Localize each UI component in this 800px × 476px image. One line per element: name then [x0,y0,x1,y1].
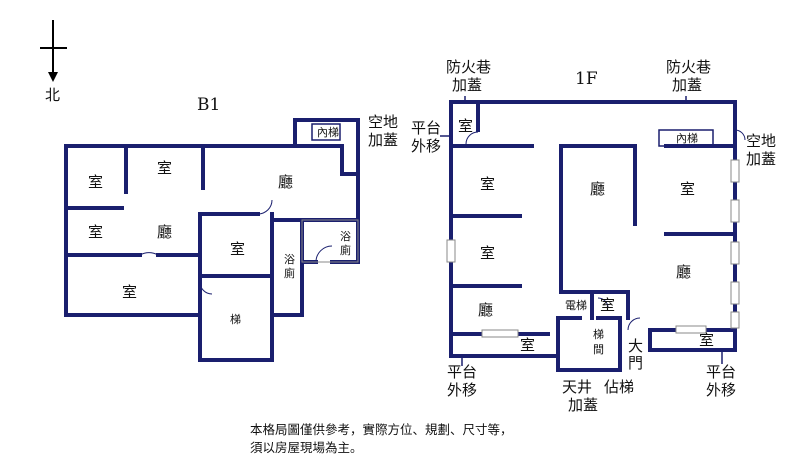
f1-annotation-occupied-stair: 佔梯 [604,378,634,396]
f1-plan: 1F 內梯 [411,58,781,414]
b1-wall [198,274,274,362]
door-icon [139,252,159,256]
b1-room-label: 廳 [157,223,172,241]
b1-annotation-open-land: 空地 加蓋 [368,113,403,149]
f1-room-label: 室 [458,117,473,135]
annotation-line: 加蓋 [746,150,776,168]
annotation-line: 加蓋 [452,76,482,94]
f1-annotation-platform-left-bottom: 平台 外移 [447,363,482,399]
b1-inner-stair-box [311,123,341,141]
f1-room-label: 室 [480,244,495,262]
f1-annotation-platform-right-bottom: 平台 外移 [706,363,741,399]
north-compass: 北 [40,20,67,104]
b1-room-label: 室 [157,159,172,177]
f1-annotation-main-door: 大 門 [628,337,648,372]
b1-bath-line: 浴 [284,253,295,266]
f1-annotation-fire-lane-left: 防火巷 加蓋 [446,58,496,94]
disclaimer-line-2: 須以房屋現場為主。 [250,440,363,455]
annotation-line: 空地 [368,113,398,131]
window [730,281,740,305]
b1-wall [293,144,360,176]
door-icon [627,317,641,331]
f1-inner-stair: 內梯 [676,132,698,145]
b1-room-label: 廳 [278,173,293,191]
north-arrow-icon [48,72,58,82]
window [730,159,740,183]
f1-room-label: 室 [699,331,714,349]
door-icon [597,297,609,309]
b1-bath-line: 廁 [340,243,351,257]
annotation-line: 平台 [447,363,477,381]
door-icon [734,129,746,141]
window [730,199,740,223]
b1-inner-stair: 內梯 [317,126,339,139]
f1-elevator-label: 電梯 [565,299,587,312]
annotation-line: 外移 [447,381,477,399]
f1-stair-line: 間 [593,343,604,356]
window [481,329,519,338]
f1-room-label: 廳 [478,301,493,319]
b1-shaft-outline [301,219,359,263]
f1-stair-line: 梯 [593,328,604,341]
f1-annotation-platform-left-top: 平台 外移 [411,119,446,155]
disclaimer-line-1: 本格局圖僅供參考，實際方位、規劃、尺寸等， [250,422,513,437]
f1-room-label: 室 [600,296,615,314]
annotation-line: 防火巷 [446,58,491,76]
f1-room-label: 室 [520,336,535,354]
annotation-line: 外移 [411,137,441,155]
disclaimer: 本格局圖僅供參考，實際方位、規劃、尺寸等， 須以房屋現場為主。 [250,422,513,455]
annotation-line: 加蓋 [368,131,398,149]
f1-annotation-open-land: 空地 加蓋 [746,132,781,168]
door-icon [257,199,273,215]
annotation-line: 空地 [746,132,776,150]
door-icon [199,281,213,295]
b1-bath-line: 浴 [340,230,351,243]
door-icon [465,131,479,145]
annotation-line: 天井 [562,378,592,396]
b1-wall [64,144,202,317]
f1-annotation-courtyard-stair: 天井 加蓋 [562,378,598,414]
annotation-line: 門 [628,354,643,372]
annotation-line: 平台 [411,119,441,137]
window [675,325,707,334]
annotation-line: 平台 [706,363,736,381]
annotation-line: 防火巷 [666,58,711,76]
f1-stair-label: 梯 間 [593,328,608,356]
f1-room-label: 室 [680,180,695,198]
annotation-line: 大 [628,337,643,355]
b1-bath-label: 浴 廁 [284,253,299,280]
f1-room-label: 室 [480,175,495,193]
f1-title: 1F [575,69,598,89]
f1-room-label: 廳 [676,263,691,281]
annotation-line: 加蓋 [672,76,702,94]
f1-annotation-fire-lane-right: 防火巷 加蓋 [666,58,716,94]
door-icon [315,245,333,263]
window [730,241,740,265]
b1-bath-label-2: 浴 廁 [340,230,355,257]
f1-wall [556,316,622,372]
annotation-line: 加蓋 [568,396,598,414]
window [730,311,740,329]
b1-room-label: 室 [122,283,137,301]
b1-plan: B1 內梯 室 室 廳 室 廳 [64,95,403,362]
compass-label: 北 [45,86,60,104]
b1-room-label: 室 [230,240,245,258]
b1-room-label: 室 [88,223,103,241]
b1-room-label: 室 [88,173,103,191]
f1-room-label: 廳 [590,180,605,198]
window [446,239,456,263]
b1-stair-label: 梯 [230,313,241,326]
b1-title: B1 [197,95,220,115]
b1-bath-line: 廁 [284,266,295,280]
annotation-line: 外移 [706,381,736,399]
b1-wall [293,118,360,176]
f1-inner-stair-box [658,129,714,147]
